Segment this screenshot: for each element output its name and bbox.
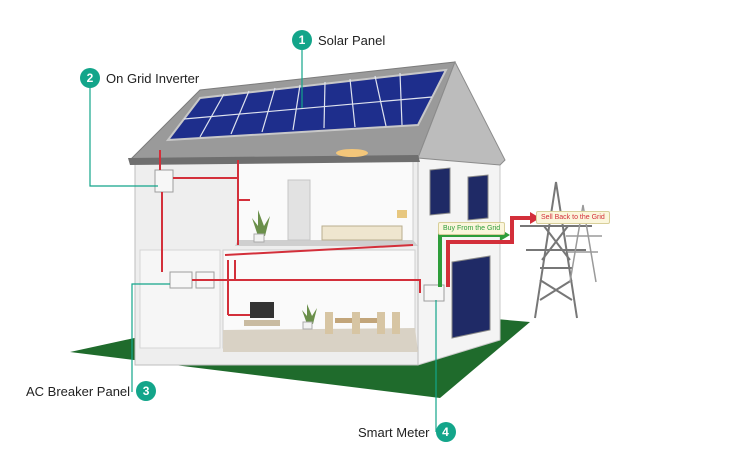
ceiling-lamp: [336, 149, 368, 157]
solar-panel-grid: [183, 72, 433, 138]
potted-plant-lower: [302, 304, 317, 330]
callout-label: On Grid Inverter: [106, 70, 200, 86]
buy-from-grid-label: Buy From the Grid: [438, 222, 506, 235]
callout-smart-meter: Smart Meter 4: [358, 422, 456, 442]
tv: [250, 302, 274, 318]
left-room: [139, 249, 221, 349]
upper-door: [287, 179, 311, 241]
power-tower: [520, 181, 592, 319]
callout-label: AC Breaker Panel: [26, 383, 131, 399]
smart-meter-box: [423, 284, 445, 302]
dining-chairs: [325, 312, 400, 334]
sell-back-to-grid-label: Sell Back to the Grid: [536, 211, 610, 224]
callout-number: 3: [136, 381, 157, 401]
callout-number: 4: [435, 422, 456, 442]
lower-floor: [223, 328, 418, 352]
window-upper-right: [467, 174, 489, 221]
roof-edge: [417, 60, 506, 166]
roof-eave: [128, 155, 420, 165]
callout-number: 2: [80, 68, 100, 88]
glass-door: [451, 255, 491, 339]
callout-on-grid-inverter: 2 On Grid Inverter: [80, 68, 199, 88]
buy-arrow: [438, 233, 500, 287]
callout-ac-breaker-panel: AC Breaker Panel 3: [26, 381, 157, 401]
potted-plant-upper: [252, 210, 270, 243]
distant-tower: [566, 204, 602, 283]
upper-floor: [235, 240, 418, 246]
callout-solar-panel: 1 Solar Panel: [292, 30, 385, 50]
window-upper-left: [429, 167, 451, 216]
inverter-box: [154, 169, 174, 193]
sell-arrow: [446, 216, 530, 287]
breaker-panel-box: [169, 271, 193, 289]
sell-arrow-head: [530, 212, 540, 224]
callout-number: 1: [292, 30, 312, 50]
callout-label: Smart Meter: [358, 424, 430, 440]
wiring: [159, 150, 421, 316]
leader-lines: [89, 50, 437, 432]
sofa: [321, 225, 403, 241]
tv-stand: [244, 320, 280, 326]
callout-label: Solar Panel: [318, 32, 386, 48]
solar-panel: [165, 68, 448, 142]
floor-lamp: [397, 210, 407, 218]
